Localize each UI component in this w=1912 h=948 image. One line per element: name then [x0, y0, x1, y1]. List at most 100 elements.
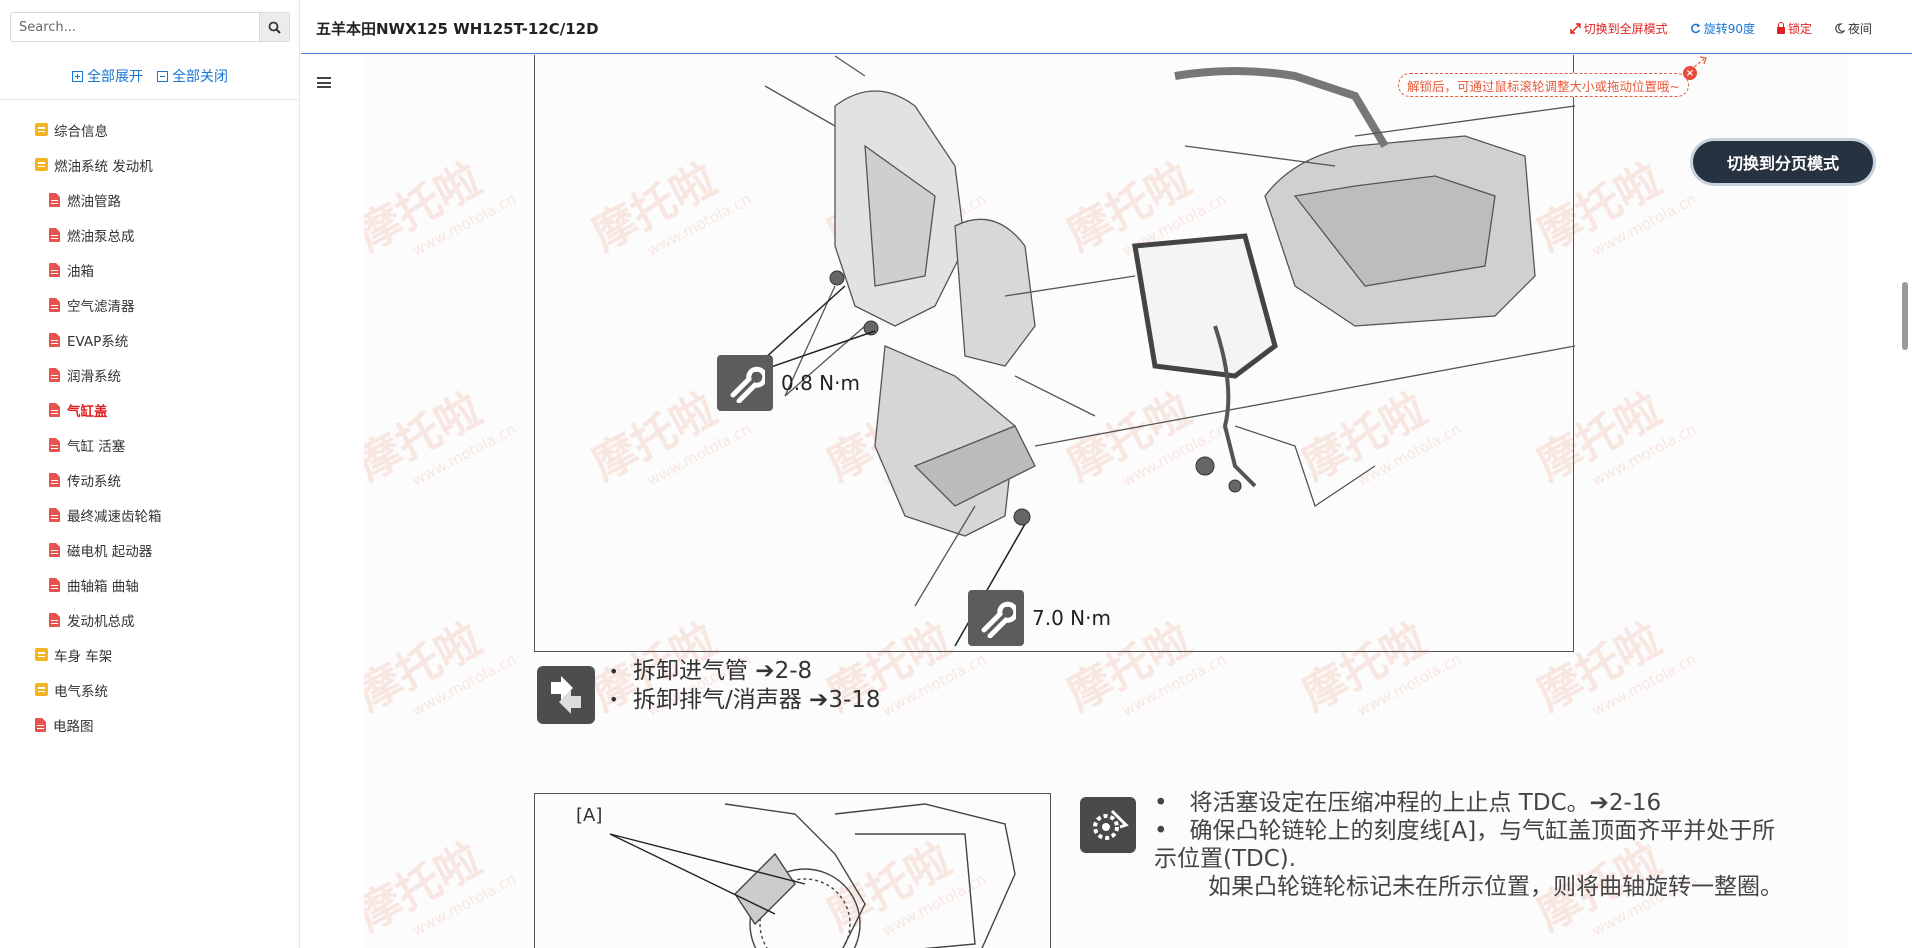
night-mode-label: 夜间 [1847, 22, 1872, 36]
watermark-url: www.motola.cn [1589, 649, 1700, 720]
pdf-file-icon [49, 192, 60, 207]
tree-item[interactable]: EVAP系统 [0, 322, 300, 357]
night-mode-button[interactable]: 夜间 [1834, 20, 1872, 37]
search-input[interactable] [11, 13, 259, 41]
torque-value: 7.0 N·m [1032, 606, 1111, 630]
watermark-text: 摩托啦 [364, 613, 490, 721]
pdf-file-icon [49, 227, 60, 242]
note-text: 如果凸轮链轮标记未在所示位置，则将曲轴旋转一整圈。 [1208, 874, 1783, 900]
pdf-file-icon [49, 402, 60, 417]
tree-item-label: EVAP系统 [67, 333, 129, 350]
wrench-icon [717, 355, 773, 411]
tree-item[interactable]: 燃油泵总成 [0, 217, 300, 252]
tree-item[interactable]: 发动机总成 [0, 602, 300, 637]
inspection-gear-icon [1080, 797, 1136, 853]
menu-icon[interactable] [317, 77, 331, 88]
document-title: 五羊本田NWX125 WH125T-12C/12D [316, 20, 599, 38]
switch-page-mode-button[interactable]: 切换到分页模式 [1693, 141, 1873, 183]
note-text: 将活塞设定在压缩冲程的上止点 TDC。➔2-16 [1189, 790, 1662, 816]
pdf-file-icon [49, 297, 60, 312]
sidebar: 全部展开 全部关闭 综合信息 燃油系统 发动机 燃油管路 燃油泵总成 油箱 空气… [0, 0, 300, 948]
collapse-all-link[interactable]: 全部关闭 [157, 64, 228, 88]
cam-sprocket-diagram [609, 803, 1016, 948]
tree-item-label: 油箱 [67, 263, 94, 280]
watermark-text: 摩托啦 [364, 153, 490, 261]
tree-item-label: 电路图 [53, 718, 94, 735]
lock-button[interactable]: 锁定 [1776, 20, 1812, 37]
lock-icon [1776, 21, 1785, 34]
expand-all-label: 全部展开 [87, 69, 143, 85]
tree-item[interactable]: 最终减速齿轮箱 [0, 497, 300, 532]
tree-item[interactable]: 空气滤清器 [0, 287, 300, 322]
watermark-url: www.motola.cn [1354, 649, 1465, 720]
diagram-frame [534, 55, 1576, 652]
tree-item[interactable]: 磁电机 起动器 [0, 532, 300, 567]
diagram-frame [534, 793, 1051, 948]
pdf-file-icon [49, 577, 60, 592]
lock-hint-tooltip: 解锁后，可通过鼠标滚轮调整大小或拖动位置哦~ [1398, 73, 1689, 97]
watermark-url: www.motola.cn [409, 419, 520, 490]
pdf-file-icon [49, 332, 60, 347]
tree-item[interactable]: 燃油系统 发动机 [0, 147, 300, 182]
removal-steps: •拆卸进气管 ➔2-8 •拆卸排气/消声器 ➔3-18 [609, 657, 881, 714]
expand-all-link[interactable]: 全部展开 [72, 64, 143, 88]
watermark-url: www.motola.cn [409, 189, 520, 260]
removal-step: •拆卸进气管 ➔2-8 [609, 658, 813, 684]
pdf-file-icon [49, 262, 60, 277]
tree-item[interactable]: 曲轴箱 曲轴 [0, 567, 300, 602]
tree-item-label: 燃油管路 [67, 193, 121, 210]
tree-item[interactable]: 燃油管路 [0, 182, 300, 217]
removal-procedure-icon [537, 666, 595, 724]
tooltip-close-button[interactable]: × [1683, 66, 1697, 80]
pdf-file-icon [49, 367, 60, 382]
tree-item-label: 曲轴箱 曲轴 [67, 578, 139, 595]
fullscreen-button[interactable]: 切换到全屏模式 [1569, 20, 1668, 37]
minus-square-icon [157, 70, 168, 82]
pdf-file-icon [35, 717, 46, 732]
tree-item-active[interactable]: 气缸盖 [0, 392, 300, 427]
tree-item[interactable]: 电路图 [0, 707, 300, 742]
lock-label: 锁定 [1787, 22, 1812, 36]
tree-item[interactable]: 传动系统 [0, 462, 300, 497]
header-actions: 切换到全屏模式 旋转90度 锁定 夜间 [1569, 20, 1872, 37]
folder-icon [35, 648, 48, 661]
tree-item[interactable]: 润滑系统 [0, 357, 300, 392]
note-line: • 确保凸轮链轮上的刻度线[A]，与气缸盖顶面齐平并处于所示位置(TDC). [1154, 818, 1776, 872]
torque-value: 0.8 N·m [781, 371, 860, 395]
tree-item-label: 综合信息 [54, 123, 108, 140]
tree-item-label: 传动系统 [67, 473, 121, 490]
watermark-url: www.motola.cn [879, 649, 990, 720]
scrollbar-thumb[interactable] [1902, 282, 1908, 350]
search-button[interactable] [259, 13, 289, 41]
tree-item[interactable]: 油箱 [0, 252, 300, 287]
tree-item[interactable]: 车身 车架 [0, 637, 300, 672]
step-text: 拆卸排气/消声器 ➔3-18 [633, 686, 881, 713]
rotate-button[interactable]: 旋转90度 [1690, 20, 1755, 37]
pdf-file-icon [49, 542, 60, 557]
moon-icon [1835, 23, 1845, 34]
vertical-scrollbar[interactable] [1898, 55, 1912, 948]
note-text: 确保凸轮链轮上的刻度线[A]，与气缸盖顶面齐平并处于所示位置(TDC). [1154, 818, 1776, 872]
folder-icon [35, 123, 48, 136]
callout-label: [A] [576, 805, 603, 826]
tree-item-label: 润滑系统 [67, 368, 121, 385]
watermark-text: 摩托啦 [364, 383, 490, 491]
removal-step: •拆卸排气/消声器 ➔3-18 [609, 686, 881, 713]
step-text: 拆卸进气管 ➔2-8 [633, 658, 813, 684]
watermark-url: www.motola.cn [409, 869, 520, 940]
collapse-all-label: 全部关闭 [172, 69, 228, 85]
note-line: • 将活塞设定在压缩冲程的上止点 TDC。➔2-16 [1154, 790, 1662, 816]
torque-callout: 7.0 N·m [968, 590, 1111, 646]
procedure-notes: • 将活塞设定在压缩冲程的上止点 TDC。➔2-16 • 确保凸轮链轮上的刻度线… [1154, 789, 1794, 901]
wrench-icon [968, 590, 1024, 646]
tree-item[interactable]: 电气系统 [0, 672, 300, 707]
folder-icon [35, 683, 48, 696]
tree-item[interactable]: 气缸 活塞 [0, 427, 300, 462]
tree-item[interactable]: 综合信息 [0, 112, 300, 147]
